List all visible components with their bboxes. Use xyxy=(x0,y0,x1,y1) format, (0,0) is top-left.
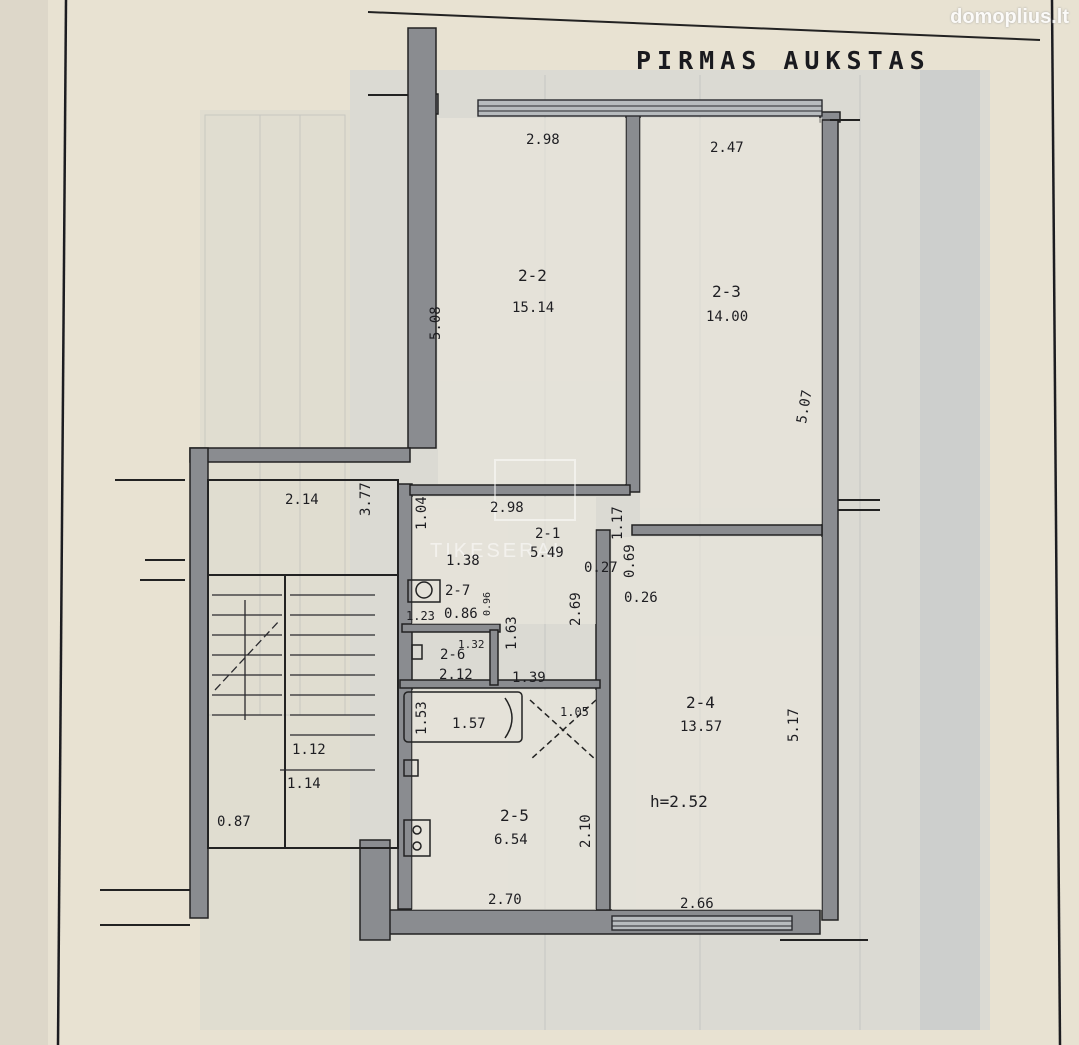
room-2-5-id: 2-5 xyxy=(500,806,529,825)
site-watermark: domoplius.lt xyxy=(950,6,1069,28)
dim-2-10: 2.10 xyxy=(578,814,594,848)
room-2-4-id: 2-4 xyxy=(686,693,715,712)
dim-1-04: 1.04 xyxy=(414,496,430,530)
room-2-3-area: 14.00 xyxy=(706,309,749,325)
dim-0-26: 0.26 xyxy=(624,590,658,606)
dim-5-08: 5.08 xyxy=(428,306,444,340)
room-2-5-area: 6.54 xyxy=(494,832,528,848)
dim-1-14: 1.14 xyxy=(287,776,321,792)
room-2-1-id: 2-1 xyxy=(535,526,561,542)
dim-1-05: 1.05 xyxy=(560,705,589,719)
room-2-6-id: 2-6 xyxy=(440,647,466,663)
room-2-3-id: 2-3 xyxy=(712,282,741,301)
dim-top-2-47: 2.47 xyxy=(710,140,744,156)
dim-1-32: 1.32 xyxy=(458,638,485,651)
room-2-2-id: 2-2 xyxy=(518,266,547,285)
dim-1-17: 1.17 xyxy=(610,506,626,540)
dim-0-96: 0.96 xyxy=(482,591,494,617)
room-2-4-area: 13.57 xyxy=(680,719,723,735)
room-2-2-area: 15.14 xyxy=(512,300,555,316)
dim-2-70: 2.70 xyxy=(488,892,522,908)
dim-0-87: 0.87 xyxy=(217,814,251,830)
dim-2-69: 2.69 xyxy=(568,592,584,626)
dim-1-57: 1.57 xyxy=(452,716,486,732)
ceiling-height-label: h=2.52 xyxy=(650,792,708,811)
dim-top-2-98: 2.98 xyxy=(526,132,560,148)
dim-0-69: 0.69 xyxy=(622,544,638,578)
dim-2-14: 2.14 xyxy=(285,492,319,508)
floor-title: PIRMAS AUKSTAS xyxy=(636,46,931,75)
dim-0-27: 0.27 xyxy=(584,560,618,576)
dim-1-39: 1.39 xyxy=(512,670,546,686)
dim-mid-2-98: 2.98 xyxy=(490,500,524,516)
dim-1-23: 1.23 xyxy=(406,609,435,623)
dim-5-17: 5.17 xyxy=(786,708,802,742)
dim-1-12: 1.12 xyxy=(292,742,326,758)
agency-watermark: TIKESERAI xyxy=(430,540,562,562)
dim-1-38: 1.38 xyxy=(446,553,480,569)
room-2-7-area: 0.86 xyxy=(444,606,478,622)
dim-2-66: 2.66 xyxy=(680,896,714,912)
dim-3-77: 3.77 xyxy=(358,482,374,516)
dim-1-53: 1.53 xyxy=(414,701,430,735)
room-2-6-area: 2.12 xyxy=(439,667,473,683)
room-2-1-area: 5.49 xyxy=(530,545,564,561)
dim-1-63: 1.63 xyxy=(504,616,520,650)
room-2-7-id: 2-7 xyxy=(445,583,471,599)
